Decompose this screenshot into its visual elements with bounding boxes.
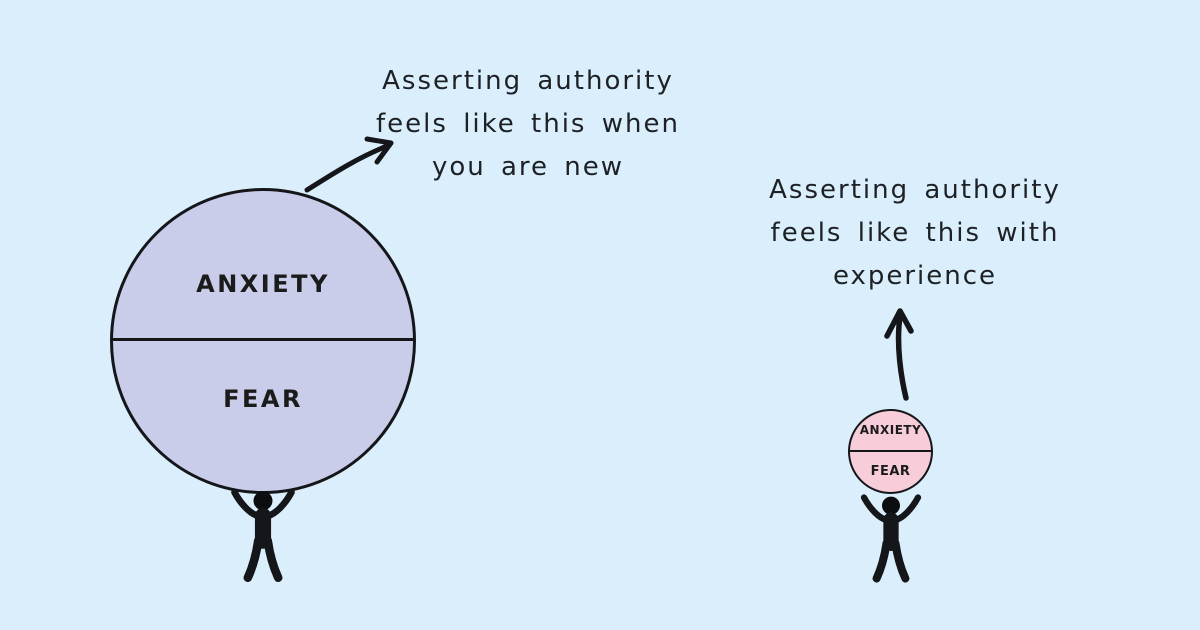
right-caption-line-1: Asserting authority [769, 175, 1061, 205]
right-ball-anxiety-label: ANXIETY [859, 423, 922, 438]
right-caption-line-3: experience [832, 261, 998, 291]
left-caption-line-2: feels like this when [376, 109, 680, 139]
right-ball: ANXIETY FEAR [848, 409, 933, 494]
right-ball-fear-label: FEAR [870, 464, 911, 480]
left-ball: ANXIETY FEAR [110, 188, 416, 494]
right-caption: Asserting authority feels like this with… [755, 169, 1075, 298]
left-ball-bottom-half: FEAR [113, 341, 413, 491]
left-caption-line-1: Asserting authority [382, 66, 674, 96]
curved-arrow-up-right-icon [304, 136, 394, 193]
person-arms-raised-icon [860, 494, 922, 583]
arrow-up-icon [884, 308, 914, 401]
right-ball-top-half: ANXIETY [850, 411, 931, 452]
left-ball-top-half: ANXIETY [113, 191, 413, 341]
left-caption-line-3: you are new [431, 152, 625, 182]
left-caption: Asserting authority feels like this when… [368, 60, 688, 189]
left-ball-anxiety-label: ANXIETY [196, 270, 330, 298]
person-arms-raised-icon [231, 488, 295, 583]
right-caption-line-2: feels like this with [770, 218, 1060, 248]
left-ball-fear-label: FEAR [223, 385, 303, 413]
right-ball-bottom-half: FEAR [850, 452, 931, 493]
